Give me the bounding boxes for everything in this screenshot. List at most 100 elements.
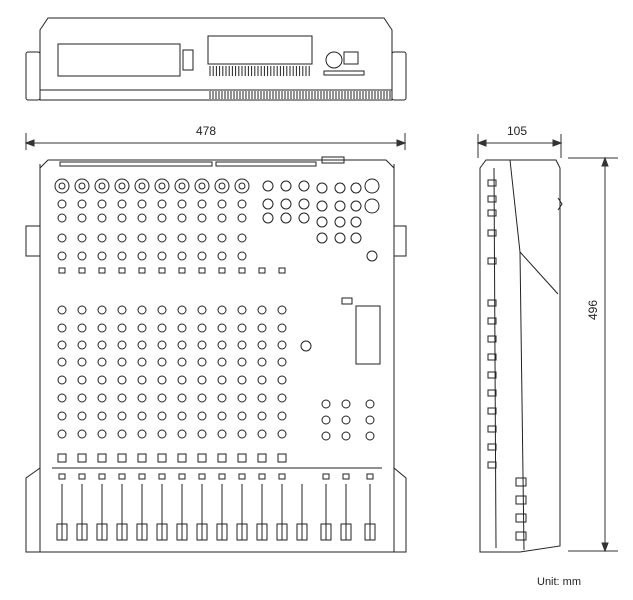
knob: [137, 305, 147, 315]
knob: [277, 375, 287, 385]
xlr-pin: [98, 182, 106, 190]
knob: [137, 233, 147, 243]
knob: [97, 213, 107, 223]
knob: [280, 198, 292, 210]
small-button: [278, 473, 286, 480]
rear-label-plate: [207, 35, 313, 65]
side-fader: [515, 513, 527, 523]
knob: [237, 393, 247, 403]
channel-buttons: [57, 267, 374, 480]
knob: [334, 216, 346, 228]
knob: [237, 411, 247, 421]
side-knob: [487, 461, 497, 469]
knob: [341, 399, 351, 409]
knob: [237, 305, 247, 315]
knob: [157, 233, 167, 243]
height-dimension-line: [568, 156, 618, 553]
knob: [77, 251, 87, 261]
knob: [137, 357, 147, 367]
knob: [237, 340, 247, 350]
knob: [197, 213, 207, 223]
knob: [177, 213, 187, 223]
xlr-jack: [94, 178, 110, 194]
xlr-pin: [78, 182, 86, 190]
side-knob: [487, 407, 497, 415]
knob: [197, 411, 207, 421]
knob: [280, 212, 292, 224]
channel-faders: [56, 484, 376, 541]
knob: [334, 200, 346, 212]
knob: [157, 340, 167, 350]
knob: [350, 232, 362, 244]
knob: [177, 251, 187, 261]
fader-cap: [364, 523, 376, 541]
vent-slots: [209, 66, 310, 76]
fader-cap: [156, 523, 168, 541]
knob: [97, 323, 107, 333]
knob: [237, 199, 247, 209]
knob: [237, 429, 247, 439]
side-knob: [487, 257, 497, 265]
knob: [217, 393, 227, 403]
xlr-input-jacks: [54, 178, 250, 194]
small-button: [198, 473, 206, 480]
side-knob: [487, 195, 497, 203]
knob: [237, 251, 247, 261]
xlr-pin: [158, 182, 166, 190]
small-button: [158, 267, 166, 274]
knob: [57, 357, 67, 367]
knob: [237, 357, 247, 367]
knob: [97, 251, 107, 261]
xlr-pin: [238, 182, 246, 190]
small-button: [118, 267, 126, 274]
knob: [197, 393, 207, 403]
knob: [137, 251, 147, 261]
knob: [197, 199, 207, 209]
knob: [257, 340, 267, 350]
fader-cap: [276, 523, 288, 541]
xlr-pin: [138, 182, 146, 190]
channel-button: [217, 453, 227, 463]
knob: [197, 251, 207, 261]
fader-cap: [256, 523, 268, 541]
knob: [321, 415, 331, 425]
knob: [77, 393, 87, 403]
power-switch: [343, 51, 359, 65]
knob: [277, 323, 287, 333]
side-knob: [487, 371, 497, 379]
knob: [77, 323, 87, 333]
knob: [217, 429, 227, 439]
knob: [157, 393, 167, 403]
knob: [197, 305, 207, 315]
small-button: [58, 473, 66, 480]
small-button: [258, 267, 266, 274]
knob: [97, 305, 107, 315]
knob: [177, 357, 187, 367]
small-button: [98, 267, 106, 274]
knob: [177, 375, 187, 385]
side-view: [479, 159, 563, 553]
knob: [117, 323, 127, 333]
xlr-jack: [234, 178, 250, 194]
knob: [157, 251, 167, 261]
knob: [237, 375, 247, 385]
knob: [257, 323, 267, 333]
rear-view: [25, 17, 407, 101]
knob: [117, 305, 127, 315]
knob: [217, 305, 227, 315]
knob: [217, 357, 227, 367]
channel-button: [277, 453, 287, 463]
rear-panel-plate: [57, 43, 181, 77]
knob: [365, 415, 375, 425]
knob: [257, 429, 267, 439]
knob: [217, 199, 227, 209]
knob: [197, 233, 207, 243]
knob: [316, 232, 328, 244]
knob: [298, 198, 310, 210]
knob: [57, 323, 67, 333]
knob: [237, 233, 247, 243]
knob: [257, 375, 267, 385]
side-fader: [515, 531, 527, 541]
knob: [57, 340, 67, 350]
knob: [157, 429, 167, 439]
